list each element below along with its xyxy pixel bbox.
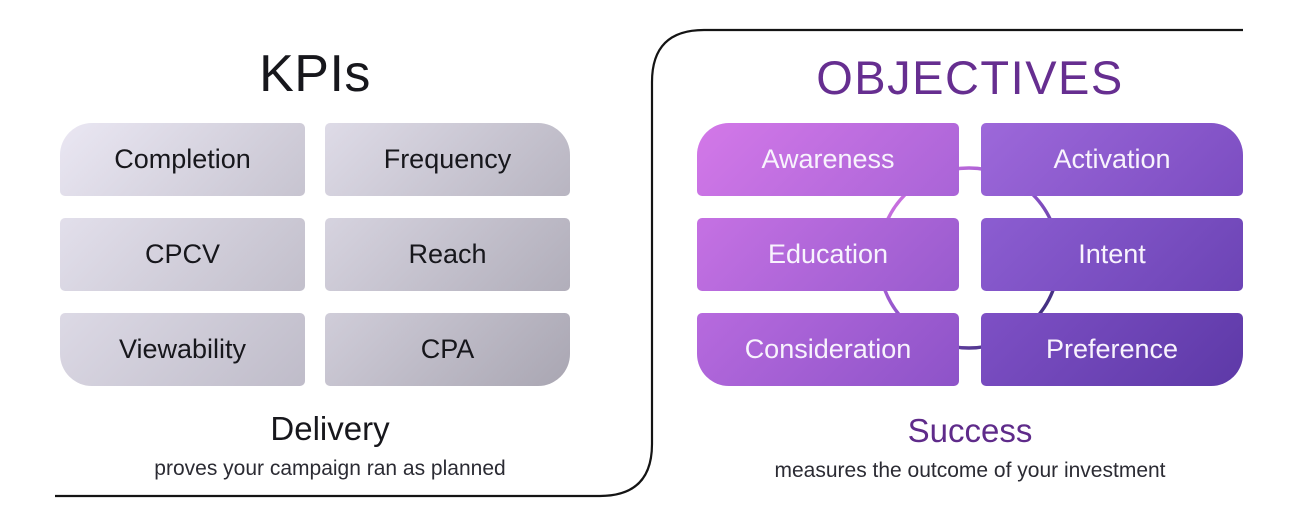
- objectives-footer-title: Success: [907, 412, 1033, 449]
- divider-line: [55, 28, 1243, 498]
- objective-pill-intent: Intent: [981, 218, 1243, 291]
- kpi-pill-frequency: Frequency: [325, 123, 570, 196]
- kpis-footer-caption: proves your campaign ran as planned: [154, 457, 506, 480]
- kpi-pill-viewability: Viewability: [60, 313, 305, 386]
- objective-pill-consideration: Consideration: [697, 313, 959, 386]
- kpis-panel-title: KPIs: [259, 45, 371, 103]
- kpi-pill-reach: Reach: [325, 218, 570, 291]
- objective-pill-awareness: Awareness: [697, 123, 959, 196]
- objectives-pill-grid: Awareness Activation Education Intent Co…: [697, 123, 1243, 386]
- kpi-pill-completion: Completion: [60, 123, 305, 196]
- objectives-footer: Success measures the outcome of your inv…: [697, 412, 1243, 483]
- objective-pill-preference: Preference: [981, 313, 1243, 386]
- objectives-panel-title: OBJECTIVES: [816, 51, 1124, 104]
- objective-pill-activation: Activation: [981, 123, 1243, 196]
- objective-pill-education: Education: [697, 218, 959, 291]
- objectives-footer-caption: measures the outcome of your investment: [774, 459, 1166, 482]
- kpi-pill-cpcv: CPCV: [60, 218, 305, 291]
- kpi-pill-cpa: CPA: [325, 313, 570, 386]
- kpis-footer: Delivery proves your campaign ran as pla…: [60, 410, 600, 481]
- kpis-pill-grid: Completion Frequency CPCV Reach Viewabil…: [60, 123, 570, 386]
- kpis-footer-title: Delivery: [270, 410, 390, 447]
